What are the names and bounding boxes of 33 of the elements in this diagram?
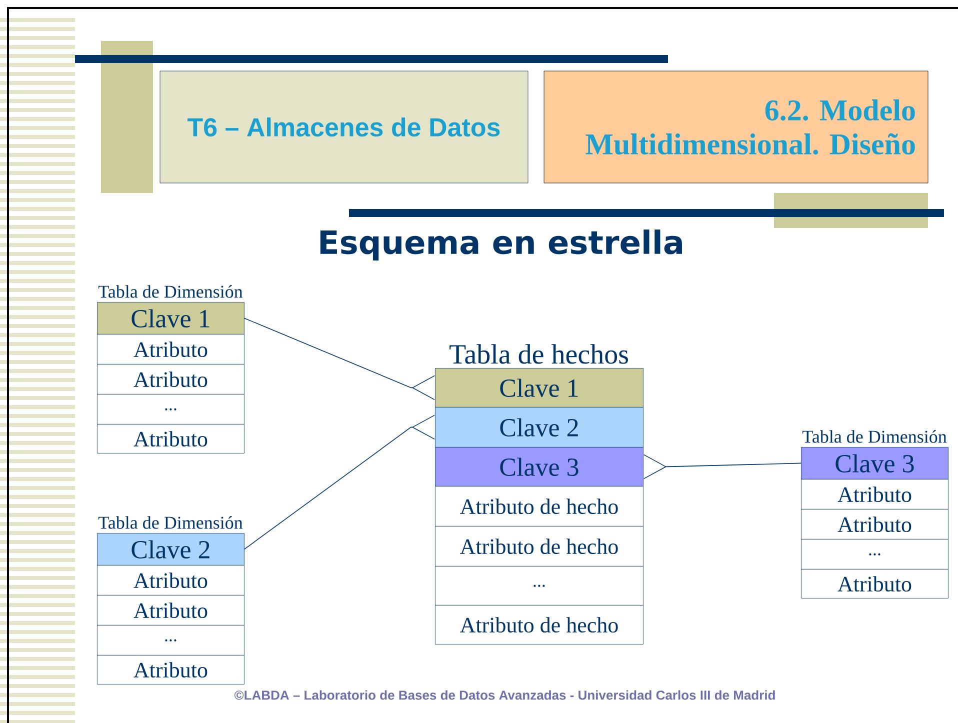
- key-cell: Clave 3: [435, 447, 644, 486]
- attribute-cell: Atributo: [97, 655, 244, 684]
- header-box: T6 – Almacenes de Datos: [160, 70, 528, 184]
- table-heading: Tabla de Dimensión: [98, 516, 243, 529]
- connector: [244, 414, 435, 550]
- attribute-cell: Atributo: [97, 364, 244, 394]
- attribute-cell: Atributo: [97, 424, 244, 454]
- attribute-cell: Atributo de hecho: [435, 486, 644, 526]
- attribute-cell: ...: [97, 625, 244, 656]
- table-heading: Tabla de hechos: [450, 344, 628, 364]
- table-heading: Tabla de Dimensión: [98, 285, 243, 298]
- key-cell: Clave 2: [435, 407, 644, 448]
- attribute-cell: ...: [801, 539, 948, 570]
- key-cell: Clave 2: [97, 533, 244, 566]
- attribute-cell: Atributo: [801, 509, 948, 540]
- attribute-cell: Atributo de hecho: [435, 605, 644, 644]
- attribute-cell: Atributo: [97, 595, 244, 626]
- key-cell: Clave 3: [801, 447, 948, 480]
- key-cell: Clave 1: [435, 368, 644, 408]
- slide-title: Esquema en estrella: [320, 230, 682, 260]
- attribute-cell: Atributo de hecho: [435, 526, 644, 566]
- attribute-cell: ...: [97, 394, 244, 424]
- key-cell: Clave 1: [97, 302, 244, 334]
- attribute-cell: ...: [435, 566, 644, 606]
- attribute-cell: Atributo: [97, 565, 244, 596]
- connector: [244, 318, 435, 400]
- header-box: 6.2. Modelo Multidimensional. Diseño: [544, 70, 928, 184]
- attribute-cell: Atributo: [97, 334, 244, 364]
- connector: [643, 454, 802, 480]
- table-heading: Tabla de Dimensión: [802, 430, 947, 443]
- footer-caption: ©LABDA – Laboratorio de Bases de Datos Avanzadas - Universidad Carlos III de Madrid: [234, 690, 775, 700]
- attribute-cell: Atributo: [801, 479, 948, 510]
- attribute-cell: Atributo: [801, 569, 948, 598]
